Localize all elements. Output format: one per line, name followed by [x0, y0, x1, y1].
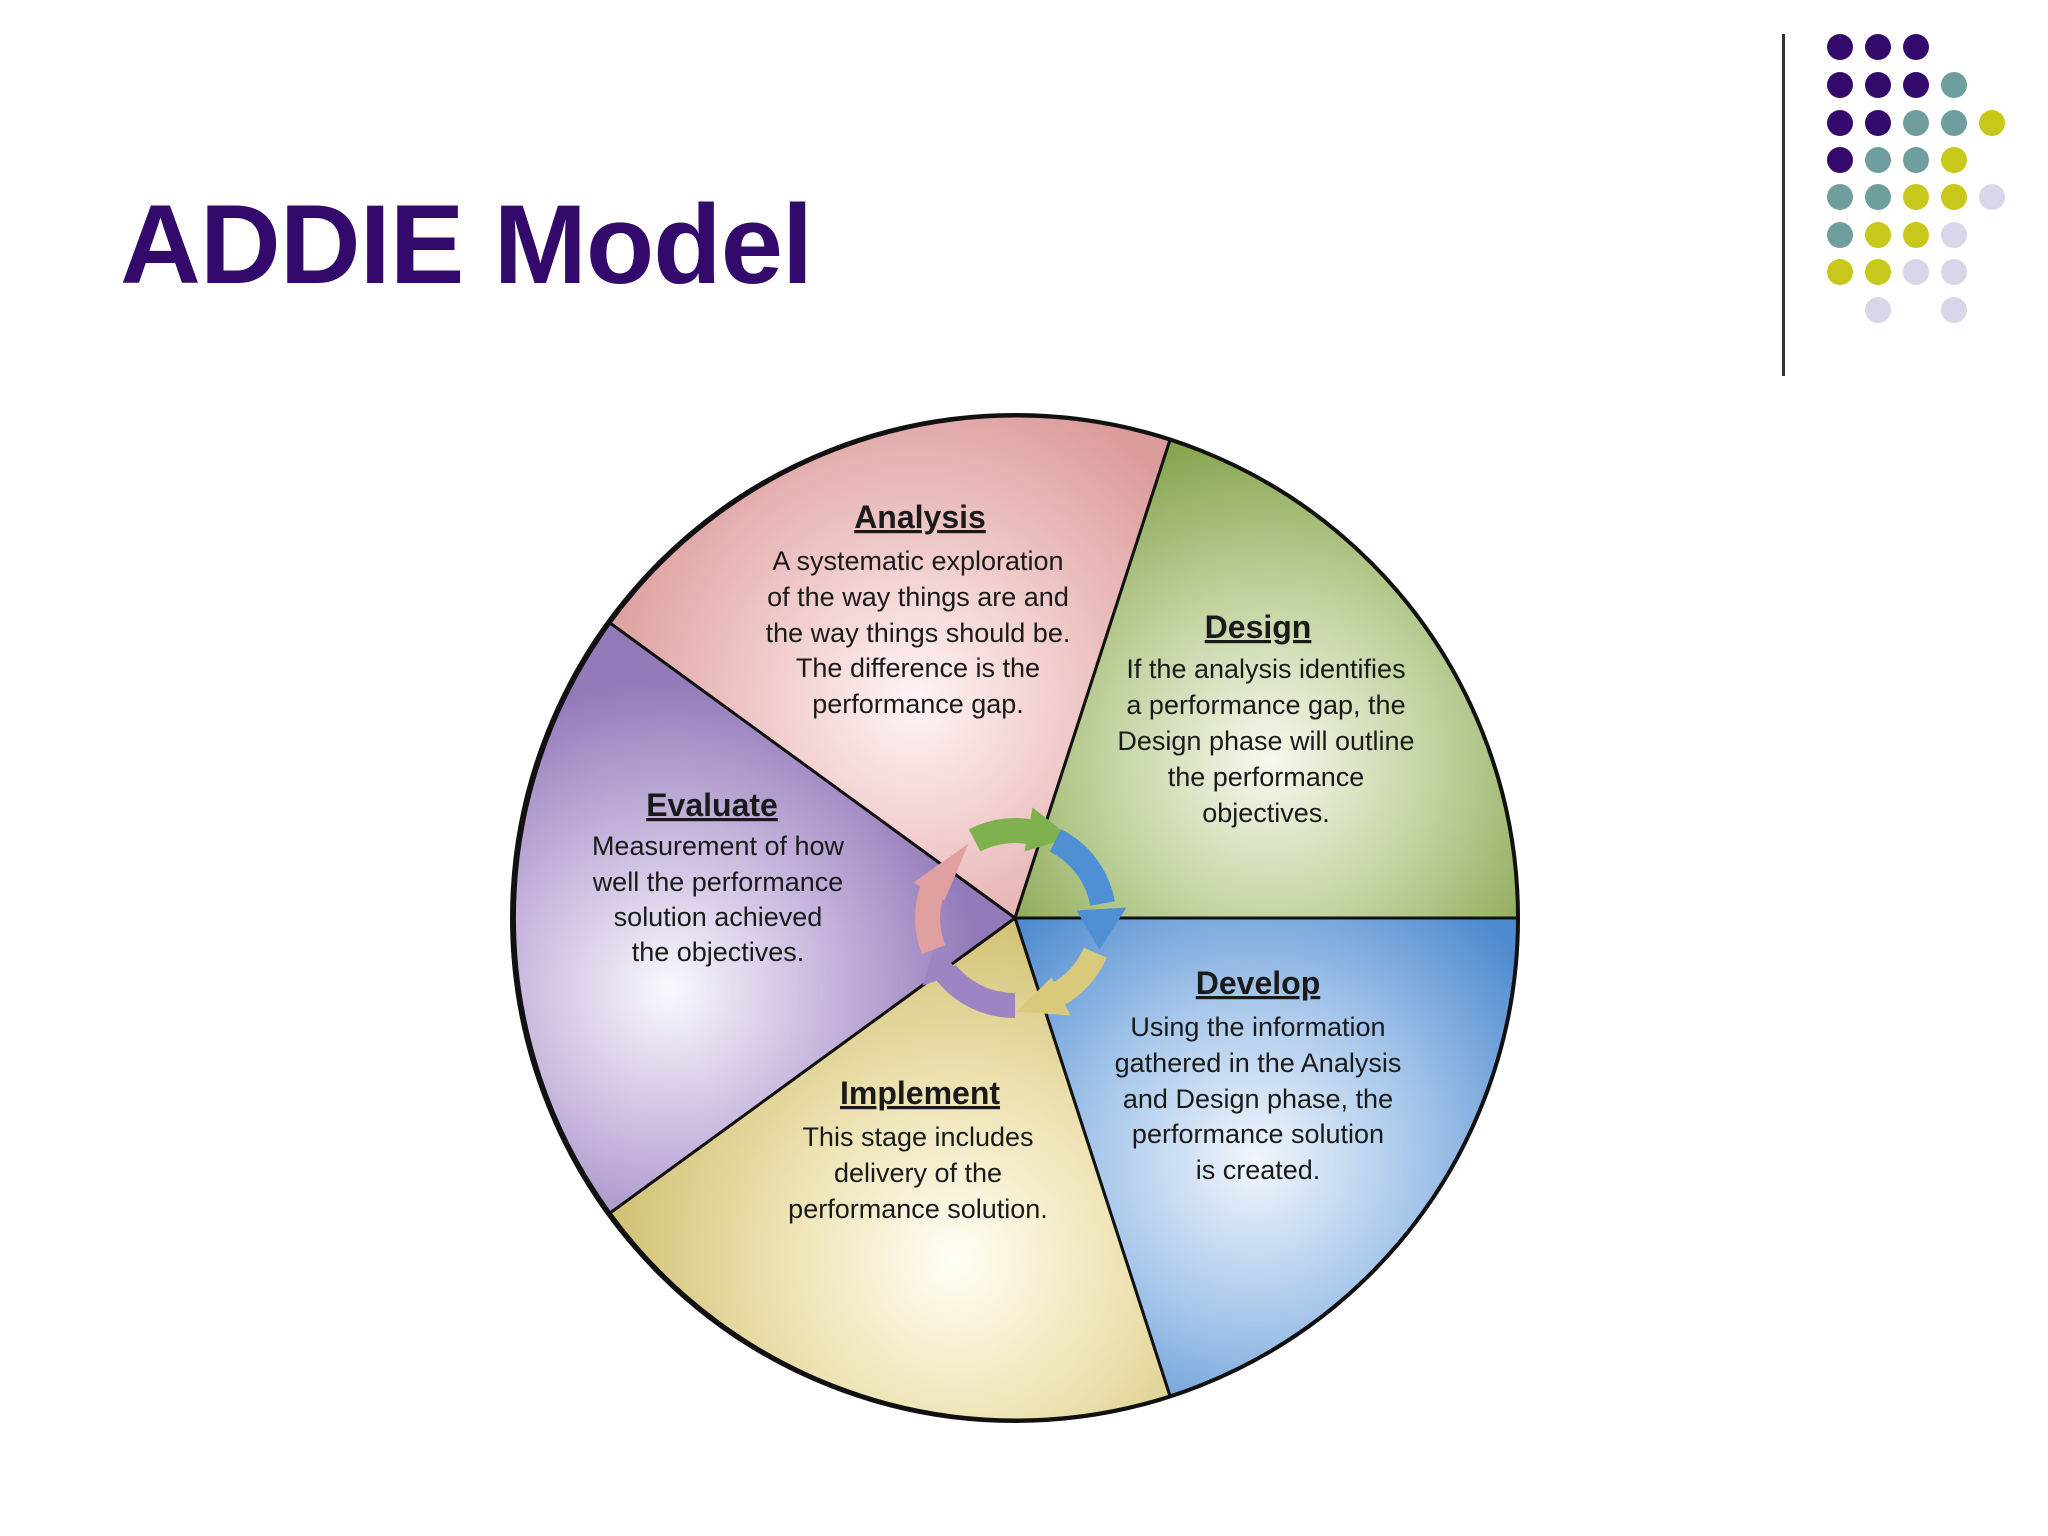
- phase-design-line-3: Design phase will outline: [1117, 726, 1414, 756]
- phase-title-develop: Develop: [1196, 965, 1320, 1001]
- cycle-arrows-icon: [913, 807, 1127, 1019]
- phase-evaluate-line-1: Measurement of how: [592, 831, 845, 861]
- phase-develop-line-4: performance solution: [1132, 1119, 1384, 1149]
- wheel-outline: [510, 413, 1520, 1423]
- phase-design-line-4: the performance: [1168, 762, 1365, 792]
- phase-title-design: Design: [1205, 609, 1312, 645]
- phase-implement-line-1: This stage includes: [802, 1122, 1033, 1152]
- phase-analysis-line-1: A systematic exploration: [772, 546, 1063, 576]
- phase-analysis-line-5: performance gap.: [812, 689, 1024, 719]
- phase-implement: Implement This stage includes delivery o…: [788, 1075, 1048, 1224]
- phase-title-implement: Implement: [840, 1075, 1000, 1111]
- phase-develop-line-2: gathered in the Analysis: [1115, 1048, 1402, 1078]
- segment-evaluate: [512, 620, 1018, 1216]
- phase-design-line-1: If the analysis identifies: [1126, 654, 1405, 684]
- title-divider: [1782, 34, 1785, 376]
- phase-design: Design If the analysis identifies a perf…: [1117, 609, 1414, 828]
- phase-title-evaluate: Evaluate: [646, 787, 778, 823]
- phase-develop-line-5: is created.: [1196, 1155, 1321, 1185]
- phase-develop-line-3: and Design phase, the: [1123, 1084, 1393, 1114]
- phase-analysis-line-3: the way things should be.: [766, 618, 1071, 648]
- phase-develop-line-1: Using the information: [1130, 1012, 1385, 1042]
- phase-evaluate: Evaluate Measurement of how well the per…: [592, 787, 845, 967]
- phase-implement-line-3: performance solution.: [788, 1194, 1048, 1224]
- phase-evaluate-line-2: well the performance: [592, 867, 844, 897]
- slide-title: ADDIE Model: [120, 182, 813, 307]
- phase-analysis-line-2: of the way things are and: [767, 582, 1069, 612]
- phase-analysis-line-4: The difference is the: [796, 653, 1040, 683]
- phase-analysis: Analysis A systematic exploration of the…: [766, 499, 1071, 719]
- phase-title-analysis: Analysis: [854, 499, 986, 535]
- phase-develop: Develop Using the information gathered i…: [1115, 965, 1402, 1185]
- phase-evaluate-line-3: solution achieved: [614, 902, 823, 932]
- phase-design-line-2: a performance gap, the: [1126, 690, 1405, 720]
- phase-evaluate-line-4: the objectives.: [632, 937, 805, 967]
- phase-design-line-5: objectives.: [1202, 798, 1330, 828]
- phase-implement-line-2: delivery of the: [834, 1158, 1002, 1188]
